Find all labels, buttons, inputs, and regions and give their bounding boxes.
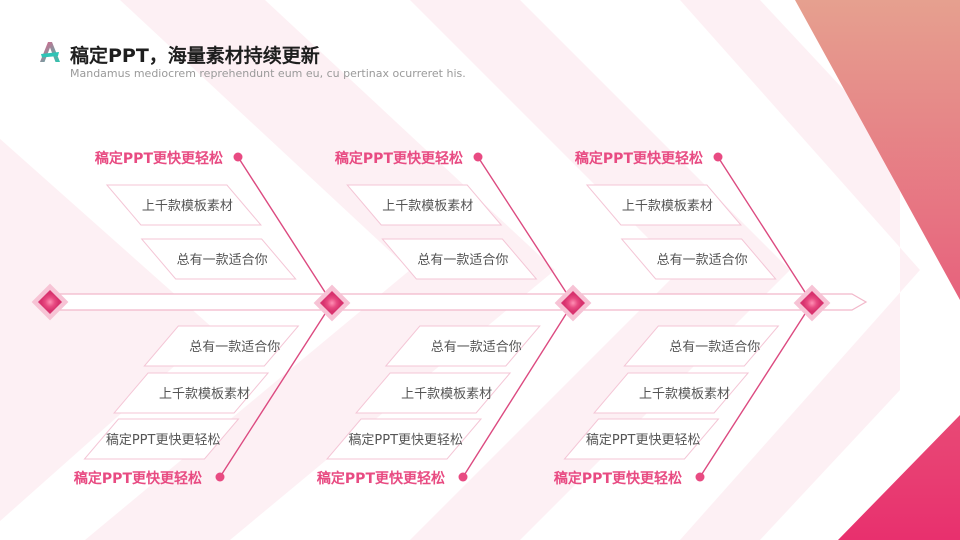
background-chevron-stripe [0, 138, 215, 522]
item-box [112, 372, 270, 414]
node-diamond [37, 289, 63, 315]
branch-end-dot [233, 152, 243, 162]
item-box [140, 238, 297, 280]
item-box [384, 325, 541, 367]
item-box [346, 184, 503, 226]
corner-decoration [795, 0, 960, 540]
item-box [563, 418, 720, 460]
branch-end-dot [473, 152, 483, 162]
item-box [620, 238, 777, 280]
item-box [325, 418, 483, 460]
item-label: 总有一款适合你 [189, 340, 280, 355]
item-box [623, 325, 780, 367]
branch-line [717, 156, 813, 304]
item-box [105, 184, 262, 226]
item-label: 上千款模板素材 [401, 387, 492, 402]
spine-arrow [49, 293, 868, 311]
item-box [83, 418, 240, 460]
page-subtitle: Mandamus mediocrem reprehendunt eum eu, … [70, 67, 466, 80]
branch-line [699, 302, 813, 478]
branch-end-dot [695, 472, 705, 482]
branch-title: 稿定PPT更快更轻松 [554, 470, 682, 487]
spine-node [31, 283, 69, 321]
letter-a-logo-icon [40, 42, 60, 62]
item-label: 总有一款适合你 [431, 340, 522, 355]
page-title: 稿定PPT，海量素材持续更新 [70, 45, 320, 67]
item-label: 上千款模板素材 [159, 387, 250, 402]
item-label: 总有一款适合你 [657, 253, 748, 268]
item-label: 上千款模板素材 [622, 199, 713, 214]
item-label: 上千款模板素材 [639, 387, 730, 402]
item-label: 稿定PPT更快更轻松 [348, 432, 463, 448]
spine-node [313, 284, 351, 322]
item-label: 总有一款适合你 [417, 253, 508, 268]
branch-line [219, 302, 333, 478]
branch-line [462, 302, 574, 478]
branch-title: 稿定PPT更快更轻松 [74, 470, 202, 487]
item-label: 上千款模板素材 [142, 199, 233, 214]
item-box [585, 184, 742, 226]
item-box [355, 372, 512, 414]
item-label: 上千款模板素材 [382, 199, 473, 214]
node-diamond [319, 290, 345, 316]
branch-end-dot [215, 472, 225, 482]
branch-end-dot [713, 152, 723, 162]
branch-line [237, 156, 333, 304]
branch-title: 稿定PPT更快更轻松 [95, 150, 223, 167]
item-label: 稿定PPT更快更轻松 [586, 432, 701, 448]
item-label: 总有一款适合你 [177, 253, 268, 268]
branch-line [477, 156, 574, 304]
item-label: 稿定PPT更快更轻松 [106, 432, 221, 448]
branch-title: 稿定PPT更快更轻松 [575, 150, 703, 167]
spine-node [793, 284, 831, 322]
item-label: 总有一款适合你 [669, 340, 760, 355]
branch-end-dot [458, 472, 468, 482]
item-box [381, 238, 538, 280]
branch-title: 稿定PPT更快更轻松 [317, 470, 445, 487]
spine-node [554, 284, 592, 322]
branch-title: 稿定PPT更快更轻松 [335, 150, 463, 167]
item-box [592, 372, 750, 414]
background-chevron-stripe [680, 0, 920, 540]
item-box [143, 325, 300, 367]
